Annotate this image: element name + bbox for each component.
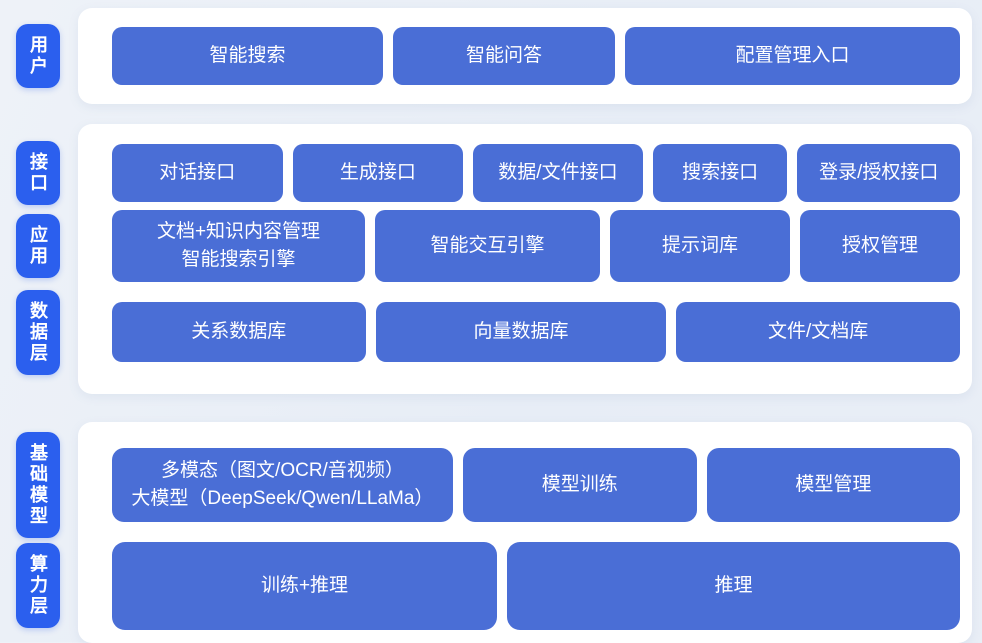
block-prompt-library: 提示词库: [610, 210, 790, 282]
block-interactive-engine: 智能交互引擎: [375, 210, 600, 282]
block-label-line1: 文档+知识内容管理: [156, 221, 321, 243]
block-chat-api: 对话接口: [112, 144, 283, 202]
block-label: 智能交互引擎: [430, 235, 545, 257]
block-label: 训练+推理: [260, 574, 349, 596]
block-training-inference: 训练+推理: [112, 541, 497, 630]
interface-layer-row: 对话接口 生成接口 数据/文件接口 搜索接口 登录/授权接口: [78, 144, 972, 202]
block-search-api: 搜索接口: [652, 144, 788, 202]
block-label: 关系数据库: [191, 321, 287, 343]
block-label: 文件/文档库: [768, 321, 869, 343]
block-model-training: 模型训练: [462, 448, 697, 522]
block-label: 对话接口: [159, 162, 236, 184]
block-label: 向量数据库: [473, 321, 569, 343]
block-label-line2: 大模型（DeepSeek/Qwen/LLaMa）: [131, 488, 434, 509]
block-generation-api: 生成接口: [292, 144, 464, 202]
block-label-line2: 智能搜索引擎: [181, 249, 296, 270]
block-inference: 推理: [507, 541, 960, 630]
layer-chip-interface: 接口: [16, 141, 60, 205]
block-label: 推理: [714, 574, 753, 596]
block-label-line1: 多模态（图文/OCR/音视频）: [161, 460, 404, 482]
layer-chip-application: 应用: [16, 214, 60, 278]
block-label: 数据/文件接口: [498, 162, 618, 184]
block-smart-search: 智能搜索: [112, 27, 383, 85]
block-label: 授权管理: [841, 235, 918, 257]
block-smart-qa: 智能问答: [393, 27, 615, 85]
base-model-layer-row: 多模态（图文/OCR/音视频） 大模型（DeepSeek/Qwen/LLaMa）…: [78, 448, 972, 522]
block-model-management: 模型管理: [706, 448, 960, 522]
section-infra-layers: 基础模型 多模态（图文/OCR/音视频） 大模型（DeepSeek/Qwen/L…: [14, 422, 972, 643]
block-label: 配置管理入口: [735, 45, 850, 67]
block-data-file-api: 数据/文件接口: [473, 144, 643, 202]
user-layer-row: 智能搜索 智能问答 配置管理入口: [78, 27, 972, 85]
block-label: 生成接口: [339, 162, 416, 184]
block-label: 模型训练: [541, 474, 618, 496]
block-doc-knowledge-search-engine: 文档+知识内容管理 智能搜索引擎: [112, 210, 365, 282]
block-config-management-entry: 配置管理入口: [625, 27, 960, 85]
application-layer-row: 文档+知识内容管理 智能搜索引擎 智能交互引擎 提示词库 授权管理: [78, 210, 972, 282]
block-label: 登录/授权接口: [819, 162, 939, 184]
block-login-auth-api: 登录/授权接口: [797, 144, 960, 202]
block-authorization-management: 授权管理: [800, 210, 960, 282]
block-vector-db: 向量数据库: [375, 302, 667, 362]
block-file-doc-store: 文件/文档库: [676, 302, 960, 362]
block-relational-db: 关系数据库: [112, 302, 366, 362]
section-platform-layers: 接口 对话接口 生成接口 数据/文件接口 搜索接口 登录/授权接口: [14, 124, 972, 394]
block-label: 智能搜索: [209, 45, 286, 67]
layer-chip-user: 用户: [16, 24, 60, 88]
data-layer-row: 关系数据库 向量数据库 文件/文档库: [78, 302, 972, 362]
layer-chip-compute: 算力层: [16, 543, 60, 628]
layer-chip-base-model: 基础模型: [16, 432, 60, 538]
compute-layer-row: 训练+推理 推理: [78, 541, 972, 630]
block-label: 提示词库: [661, 235, 738, 257]
block-label: 智能问答: [465, 45, 542, 67]
block-label: 搜索接口: [682, 162, 759, 184]
block-multimodal-llm: 多模态（图文/OCR/音视频） 大模型（DeepSeek/Qwen/LLaMa）: [112, 448, 453, 522]
layer-chip-data: 数据层: [16, 289, 60, 375]
block-label: 模型管理: [795, 474, 872, 496]
section-user-layer: 用户 智能搜索 智能问答 配置管理入口: [14, 8, 972, 104]
